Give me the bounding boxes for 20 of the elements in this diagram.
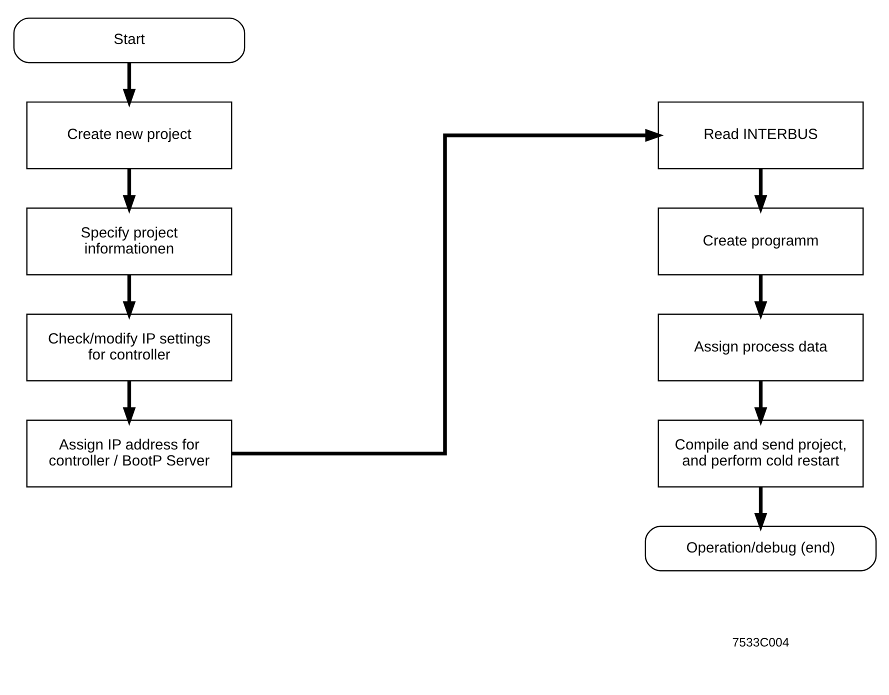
arrow xyxy=(122,275,136,320)
node-box: Check/modify IP settings for controller xyxy=(26,314,232,382)
arrow xyxy=(122,381,136,426)
node-box: Create programm xyxy=(657,208,864,276)
arrow xyxy=(754,168,767,214)
node-box: Assign process data xyxy=(657,314,864,382)
node-box: Create new project xyxy=(26,101,232,170)
node-box: Read INTERBUS xyxy=(657,101,864,170)
arrow xyxy=(122,168,136,214)
node-box: Assign IP address for controller / BootP Server xyxy=(26,420,232,488)
label: 7533C004 xyxy=(732,636,789,650)
node-box: Specify project informationen xyxy=(26,208,232,276)
node-box: Operation/debug (end) xyxy=(644,526,876,572)
arrow xyxy=(231,128,664,456)
arrow xyxy=(754,487,767,532)
arrow xyxy=(122,62,136,108)
node-box: Compile and send project, and perform cold restart xyxy=(657,420,864,488)
node-box: Start xyxy=(12,18,245,64)
arrow xyxy=(754,275,767,320)
arrow xyxy=(754,381,767,426)
